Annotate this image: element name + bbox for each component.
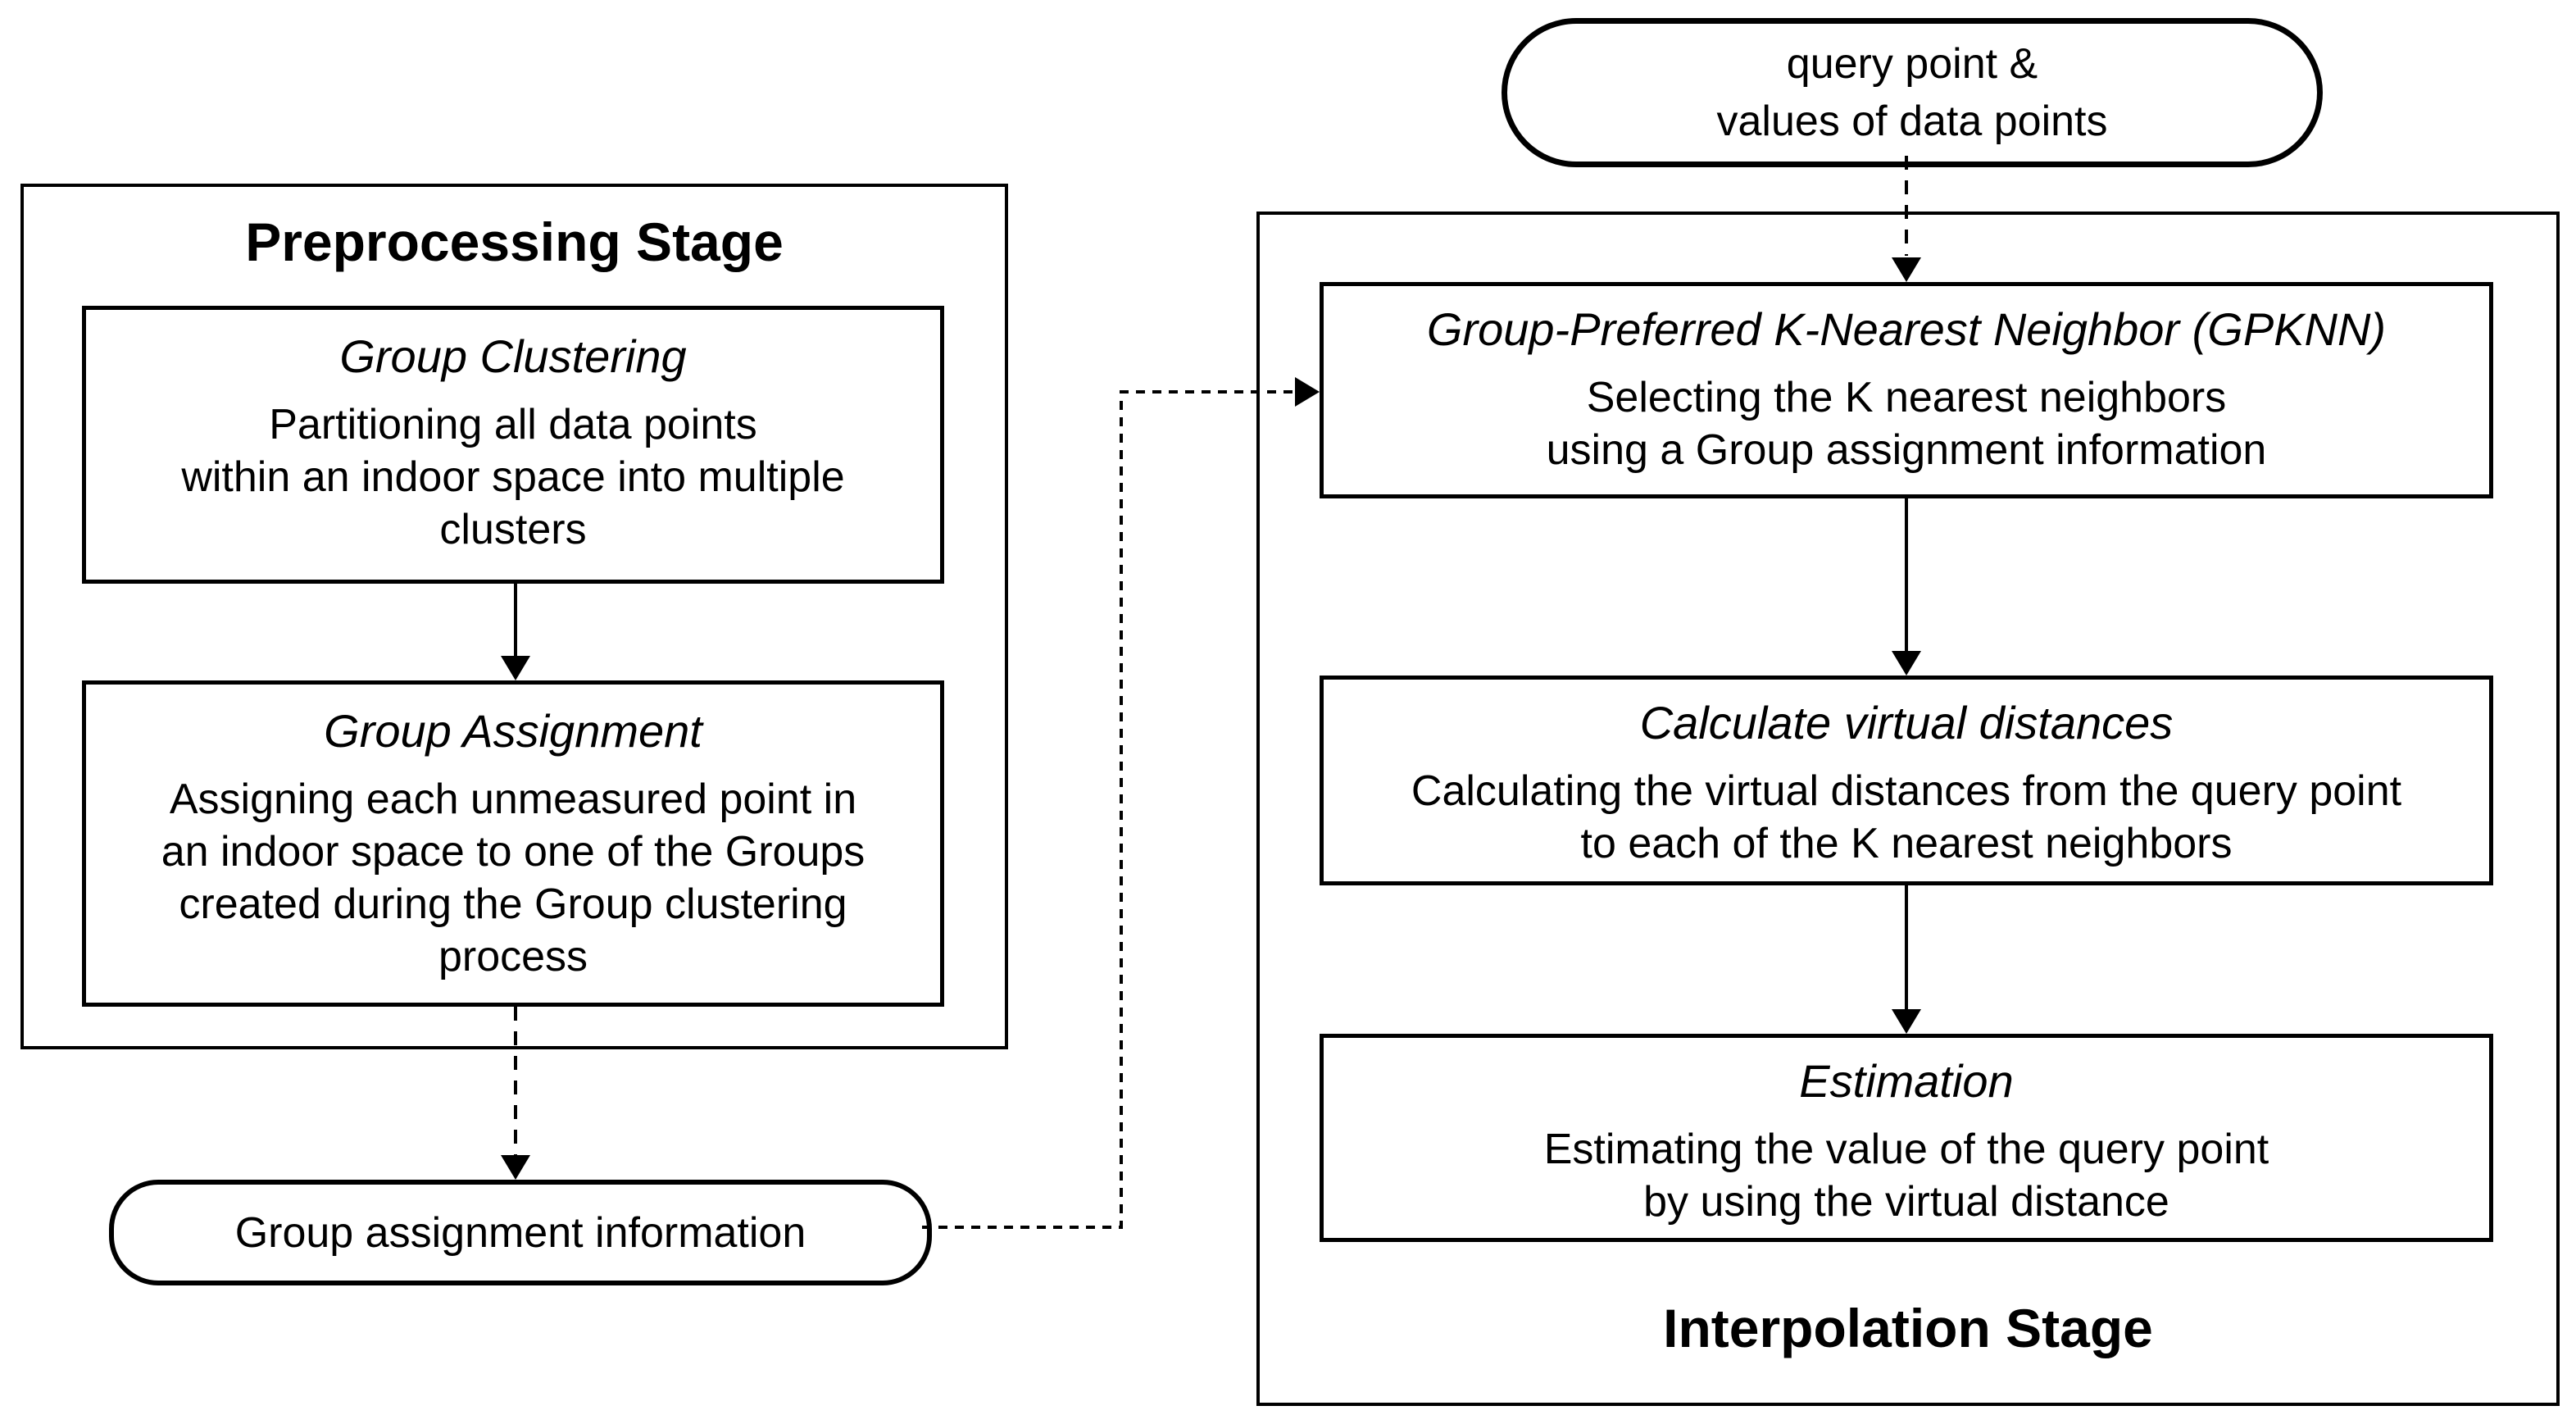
interpolation-stage-title: Interpolation Stage — [1663, 1298, 2153, 1358]
gpknn-title: Group-Preferred K-Nearest Neighbor (GPKN… — [1426, 303, 2387, 355]
group-assignment-body-line-4: process — [438, 933, 588, 980]
group-clustering-body-line-1: Partitioning all data points — [269, 401, 757, 448]
gpknn-body: Selecting the K nearest neighbors using … — [1547, 371, 2267, 476]
estimation-body-line-1: Estimating the value of the query point — [1543, 1126, 2269, 1173]
preprocessing-stage-title: Preprocessing Stage — [245, 212, 784, 272]
estimation-box: Estimation Estimating the value of the q… — [1320, 1034, 2493, 1242]
gpknn-body-line-2: using a Group assignment information — [1546, 426, 2267, 474]
calculate-virtual-distances-box: Calculate virtual distances Calculating … — [1320, 676, 2493, 885]
estimation-body: Estimating the value of the query point … — [1544, 1123, 2269, 1228]
terminal-query-line-2: values of data points — [1716, 98, 2108, 145]
group-clustering-body-line-3: clusters — [439, 506, 587, 553]
estimation-title: Estimation — [1799, 1055, 2014, 1107]
terminal-info-label: Group assignment information — [234, 1208, 806, 1257]
calculate-virtual-distances-body: Calculating the virtual distances from t… — [1411, 765, 2401, 870]
gpknn-box: Group-Preferred K-Nearest Neighbor (GPKN… — [1320, 282, 2493, 498]
terminal-group-assignment-information: Group assignment information — [109, 1180, 932, 1285]
calculate-body-line-1: Calculating the virtual distances from t… — [1411, 767, 2402, 815]
terminal-query-line-1: query point & — [1786, 40, 2038, 88]
group-assignment-body-line-1: Assigning each unmeasured point in — [169, 776, 857, 823]
gpknn-body-line-1: Selecting the K nearest neighbors — [1586, 374, 2227, 421]
group-assignment-body-line-3: created during the Group clustering — [179, 880, 847, 928]
group-clustering-body: Partitioning all data points within an i… — [181, 398, 844, 556]
calculate-virtual-distances-title: Calculate virtual distances — [1639, 697, 2174, 748]
calculate-body-line-2: to each of the K nearest neighbors — [1580, 820, 2233, 867]
group-clustering-body-line-2: within an indoor space into multiple — [181, 453, 845, 501]
terminal-query-point: query point & values of data points — [1502, 18, 2323, 167]
group-clustering-title: Group Clustering — [339, 330, 687, 382]
group-clustering-box: Group Clustering Partitioning all data p… — [82, 306, 944, 584]
group-assignment-body: Assigning each unmeasured point in an in… — [161, 773, 865, 983]
group-assignment-title: Group Assignment — [324, 705, 702, 757]
estimation-body-line-2: by using the virtual distance — [1643, 1178, 2169, 1226]
group-assignment-body-line-2: an indoor space to one of the Groups — [161, 828, 865, 876]
group-assignment-box: Group Assignment Assigning each unmeasur… — [82, 680, 944, 1007]
